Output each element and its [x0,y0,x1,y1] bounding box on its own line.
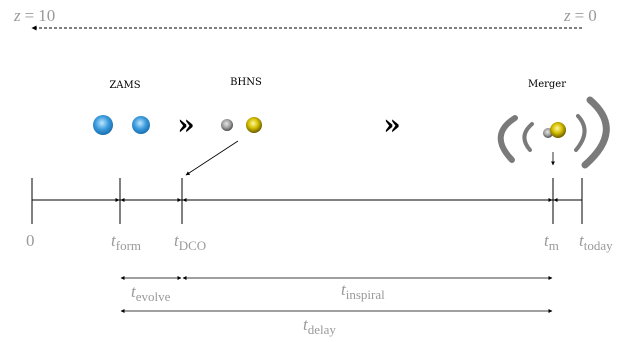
stage-label-zams: ZAMS [109,80,140,91]
redshift-right-label: z=0 [563,6,597,25]
gravitational-waves-icon [497,96,610,169]
chevron-icon: » [177,108,195,141]
interval-label-delay: tdelay [303,315,336,337]
tick-label-merger: tm [544,231,559,253]
timeline-ticks [31,178,583,224]
interval-label-inspiral: tinspiral [341,280,385,302]
merger-black-hole-star [550,122,566,138]
stage-label-merger: Merger [528,79,566,90]
tick-label-dco: tDCO [174,231,206,253]
black-hole-star [246,117,262,133]
tick-label-zero: 0 [26,231,35,250]
tick-label-form: tform [111,231,141,253]
tick-label-today: ttoday [579,231,613,253]
redshift-left-label: z=10 [13,6,55,25]
interval-label-evolve: tevolve [131,282,171,304]
chevron-icon: » [383,108,401,141]
zams-star-1 [93,115,113,135]
bhns-pointer-arrow [185,140,239,176]
stage-label-bhns: BHNS [230,77,262,88]
zams-star-2 [132,116,150,134]
neutron-star [221,119,233,131]
